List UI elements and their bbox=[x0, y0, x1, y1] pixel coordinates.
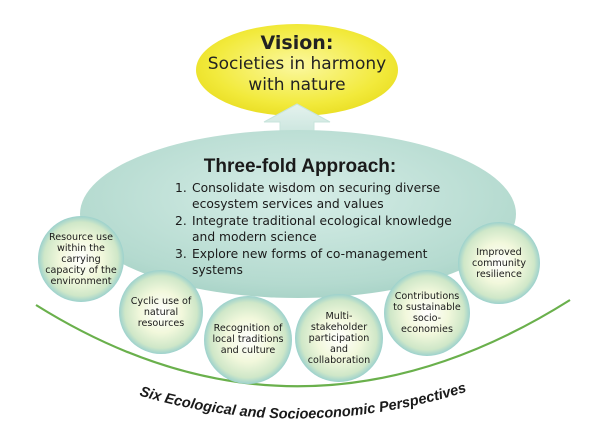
perspective-label-1: Resource use within the carrying capacit… bbox=[45, 231, 117, 287]
perspective-label-5: Contributions to sustainable socio-econo… bbox=[393, 291, 461, 335]
approach-item-text: Explore new forms of co-management syste… bbox=[192, 247, 428, 277]
perspective-circle-4 bbox=[295, 294, 383, 382]
approach-list: 1. Consolidate wisdom on securing divers… bbox=[175, 180, 475, 279]
approach-item-number: 2. bbox=[175, 214, 187, 228]
approach-title: Three-fold Approach: bbox=[203, 156, 397, 177]
perspective-label-4: Multi-stakeholder participation and coll… bbox=[307, 310, 371, 366]
perspectives-arc bbox=[35, 299, 571, 388]
perspective-circle-6 bbox=[458, 222, 540, 304]
vision-line-2: with nature bbox=[248, 75, 346, 95]
perspective-circle-5 bbox=[384, 270, 470, 356]
approach-item-text: Integrate traditional ecological knowled… bbox=[192, 214, 452, 244]
vision-box: Vision: Societies in harmony with nature bbox=[199, 27, 395, 115]
vision-line-1: Societies in harmony bbox=[207, 54, 387, 74]
perspective-label-2: Cyclic use of natural resources bbox=[130, 295, 192, 329]
vision-ellipse bbox=[196, 24, 398, 116]
approach-item-text: Consolidate wisdom on securing diverse e… bbox=[192, 181, 441, 211]
perspective-label-3: Recognition of local traditions and cult… bbox=[212, 322, 284, 356]
approach-item: 1. Consolidate wisdom on securing divers… bbox=[175, 180, 475, 212]
approach-item-number: 1. bbox=[175, 181, 187, 195]
vision-title: Vision: bbox=[260, 32, 334, 54]
perspective-label-6: Improved community resilience bbox=[471, 246, 527, 280]
approach-item: 2. Integrate traditional ecological know… bbox=[175, 213, 475, 245]
perspective-circle-3 bbox=[204, 296, 292, 384]
approach-item-number: 3. bbox=[175, 247, 187, 261]
perspective-circle-1 bbox=[38, 216, 124, 302]
perspective-circle-2 bbox=[119, 270, 203, 354]
approach-item: 3. Explore new forms of co-management sy… bbox=[175, 246, 475, 278]
approach-ellipse bbox=[80, 130, 516, 298]
